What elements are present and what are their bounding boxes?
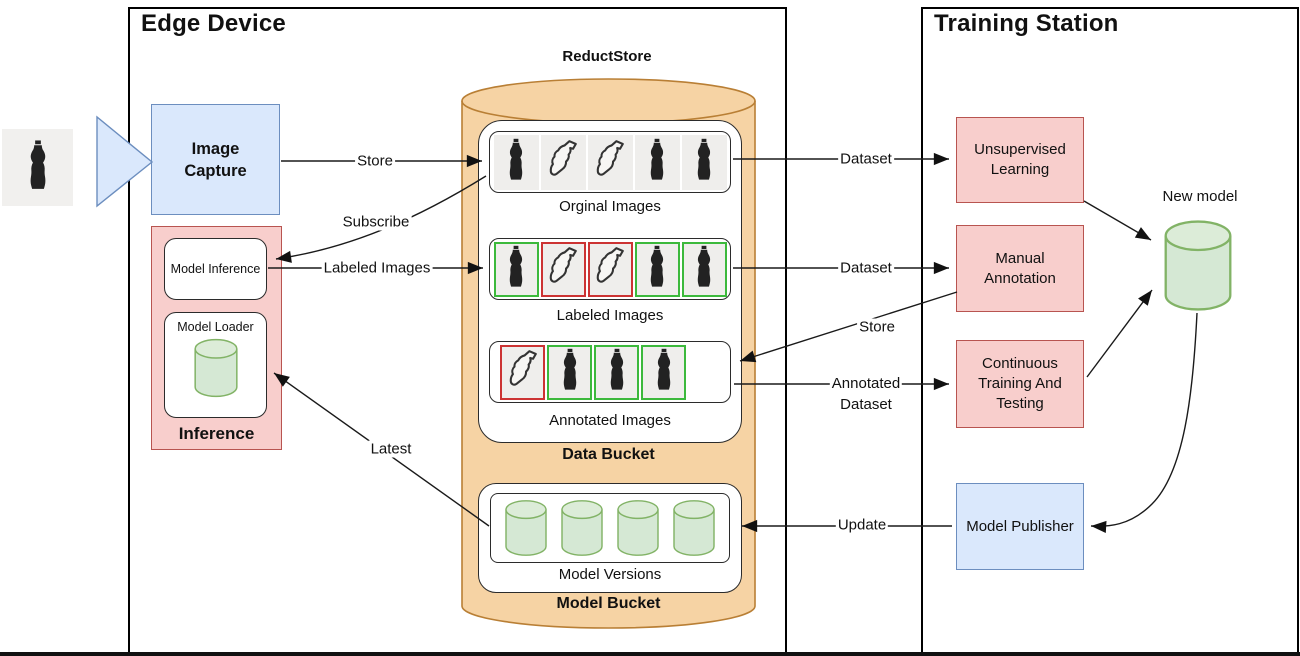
- new-model-cylinder-icon: [1158, 219, 1238, 312]
- edge-device-title: Edge Device: [141, 10, 286, 37]
- bottle-icon: [634, 134, 680, 190]
- model-version-cylinder-icon: [670, 497, 718, 559]
- model-versions-label: Model Versions: [558, 566, 662, 583]
- edge-label-subscribe: Subscribe: [340, 213, 412, 231]
- continuous-training-label: Continuous Training And Testing: [978, 355, 1062, 412]
- edge-label-store: Store: [355, 152, 395, 170]
- model-version-cylinder-icon: [614, 497, 662, 559]
- annotated-images-label: Annotated Images: [549, 412, 671, 429]
- reductstore-title: ReductStore: [562, 48, 652, 65]
- annotated-images-strip: [489, 341, 731, 403]
- bottle-icon: [634, 241, 680, 297]
- new-model-label: New model: [1162, 188, 1238, 205]
- crushed-bottle-icon: [540, 134, 586, 190]
- labeled-images-strip: [489, 238, 731, 300]
- unsupervised-learning-box: Unsupervised Learning: [956, 117, 1084, 203]
- bottle-photo-icon: [19, 135, 57, 201]
- edge-label-annotated-dataset: Annotated Dataset: [829, 373, 903, 415]
- image-capture-box: Image Capture: [151, 104, 280, 215]
- model-version-cylinder-icon: [502, 497, 550, 559]
- model-versions-box: [490, 493, 730, 563]
- edge-label-labeled-images: Labeled Images: [321, 259, 433, 277]
- bottle-icon: [493, 241, 539, 297]
- training-station-title: Training Station: [934, 10, 1119, 37]
- model-bucket-label: Model Bucket: [556, 595, 661, 612]
- model-loader-label: Model Loader: [177, 320, 254, 334]
- bottle-icon: [547, 344, 592, 400]
- data-bucket-container: Orginal Images Labeled Images Annotated …: [478, 120, 742, 443]
- bottom-border: [0, 652, 1300, 656]
- crushed-bottle-icon: [540, 241, 586, 297]
- model-bucket-container: Model Versions: [478, 483, 742, 593]
- edge-label-latest: Latest: [368, 440, 414, 458]
- bottle-icon: [641, 344, 686, 400]
- labeled-images-label: Labeled Images: [556, 307, 664, 324]
- continuous-training-box: Continuous Training And Testing: [956, 340, 1084, 428]
- bottle-icon: [594, 344, 639, 400]
- bottle-icon: [681, 134, 727, 190]
- original-images-strip: [489, 131, 731, 193]
- unsupervised-learning-label: Unsupervised Learning: [974, 141, 1066, 178]
- crushed-bottle-icon: [500, 344, 545, 400]
- model-publisher-label: Model Publisher: [966, 518, 1074, 535]
- model-inference-box: Model Inference: [164, 238, 267, 300]
- edge-label-dataset-original: Dataset: [838, 150, 894, 168]
- data-bucket-label: Data Bucket: [562, 446, 655, 463]
- model-publisher-box: Model Publisher: [956, 483, 1084, 570]
- inference-label: Inference: [178, 424, 255, 443]
- model-loader-box: Model Loader: [164, 312, 267, 418]
- edge-label-update: Update: [835, 516, 889, 534]
- edge-label-store-annotated: Store: [857, 318, 897, 336]
- camera-cone-icon: [96, 115, 154, 208]
- model-inference-label: Model Inference: [170, 262, 261, 276]
- crushed-bottle-icon: [587, 134, 633, 190]
- edge-label-dataset-labeled: Dataset: [838, 259, 894, 277]
- crushed-bottle-icon: [587, 241, 633, 297]
- bottle-icon: [681, 241, 727, 297]
- bottle-photo: [2, 129, 73, 206]
- manual-annotation-label: Manual Annotation: [984, 249, 1056, 287]
- bottle-icon: [493, 134, 539, 190]
- model-loader-cylinder-icon: [191, 338, 241, 398]
- original-images-label: Orginal Images: [559, 198, 661, 215]
- model-version-cylinder-icon: [558, 497, 606, 559]
- image-capture-label: Image Capture: [184, 139, 247, 180]
- manual-annotation-box: Manual Annotation: [956, 225, 1084, 312]
